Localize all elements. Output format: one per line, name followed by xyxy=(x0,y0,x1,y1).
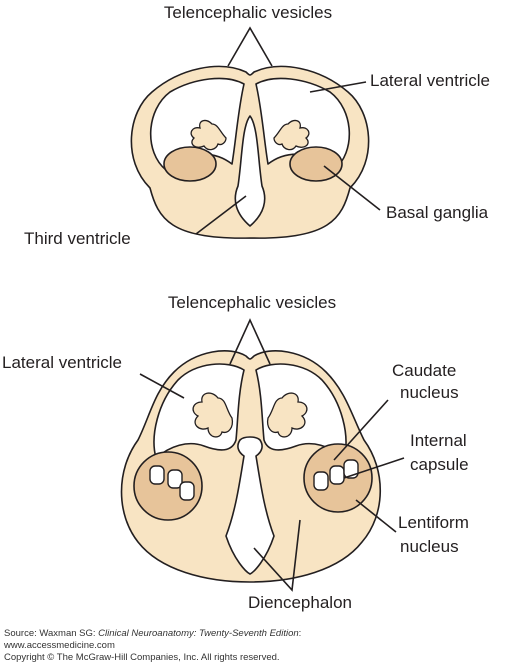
bottom-label-lateral-ventricle: Lateral ventricle xyxy=(2,353,122,372)
top-label-basal-ganglia: Basal ganglia xyxy=(386,203,489,222)
brain-development-figure: Telencephalic vesicles Lateral ventricle… xyxy=(2,3,490,612)
bottom-lentiform-leader xyxy=(355,499,397,533)
top-right-basal-ganglia xyxy=(289,146,343,182)
top-third-ventricle-leader xyxy=(195,195,247,235)
top-telencephalic-leader xyxy=(227,26,273,67)
bottom-right-choroid-plexus xyxy=(266,392,308,438)
bottom-internal-capsule-leader xyxy=(343,457,405,479)
bottom-left-internal-capsule-segment xyxy=(149,465,165,485)
source-line: Source: Waxman SG: Clinical Neuroanatomy… xyxy=(4,628,302,639)
top-label-telencephalic-vesicles: Telencephalic vesicles xyxy=(164,3,332,22)
top-label-lateral-ventricle: Lateral ventricle xyxy=(370,71,490,90)
bottom-left-choroid-plexus xyxy=(192,392,234,438)
bottom-diencephalon-leader xyxy=(253,519,301,592)
bottom-right-internal-capsule-segment xyxy=(343,459,359,479)
top-right-choroid-plexus xyxy=(273,119,310,151)
bottom-third-ventricle xyxy=(225,436,275,575)
top-label-third-ventricle: Third ventricle xyxy=(24,229,131,248)
top-left-basal-ganglia xyxy=(163,146,217,182)
bottom-right-internal-capsule-segment xyxy=(329,465,345,485)
bottom-label-caudate-line2: nucleus xyxy=(400,383,459,402)
source-credit: Source: Waxman SG: Clinical Neuroanatomy… xyxy=(4,628,301,664)
top-basal-ganglia-leader xyxy=(323,165,381,211)
top-left-choroid-plexus xyxy=(190,119,227,151)
top-lateral-ventricle-leader xyxy=(309,81,367,93)
bottom-lateral-ventricle-leader xyxy=(139,373,185,399)
bottom-label-telencephalic-vesicles: Telencephalic vesicles xyxy=(168,293,336,312)
bottom-right-internal-capsule-segment xyxy=(313,471,329,491)
bottom-label-caudate-line1: Caudate xyxy=(392,361,456,380)
source-url: www.accessmedicine.com xyxy=(4,640,115,651)
top-diagram: Telencephalic vesicles Lateral ventricle… xyxy=(24,3,490,248)
bottom-label-lentiform-line2: nucleus xyxy=(400,537,459,556)
bottom-telencephalic-leader xyxy=(229,318,271,365)
bottom-diagram: Telencephalic vesicles Lateral ventricle… xyxy=(2,293,469,612)
bottom-label-lentiform-line1: Lentiform xyxy=(398,513,469,532)
bottom-label-internal-line2: capsule xyxy=(410,455,469,474)
bottom-left-internal-capsule-segment xyxy=(167,469,183,489)
bottom-left-internal-capsule-segment xyxy=(179,481,195,501)
bottom-label-internal-line1: Internal xyxy=(410,431,467,450)
bottom-caudate-leader xyxy=(333,399,389,461)
copyright-line: Copyright © The McGraw-Hill Companies, I… xyxy=(4,652,280,663)
bottom-label-diencephalon: Diencephalon xyxy=(248,593,352,612)
